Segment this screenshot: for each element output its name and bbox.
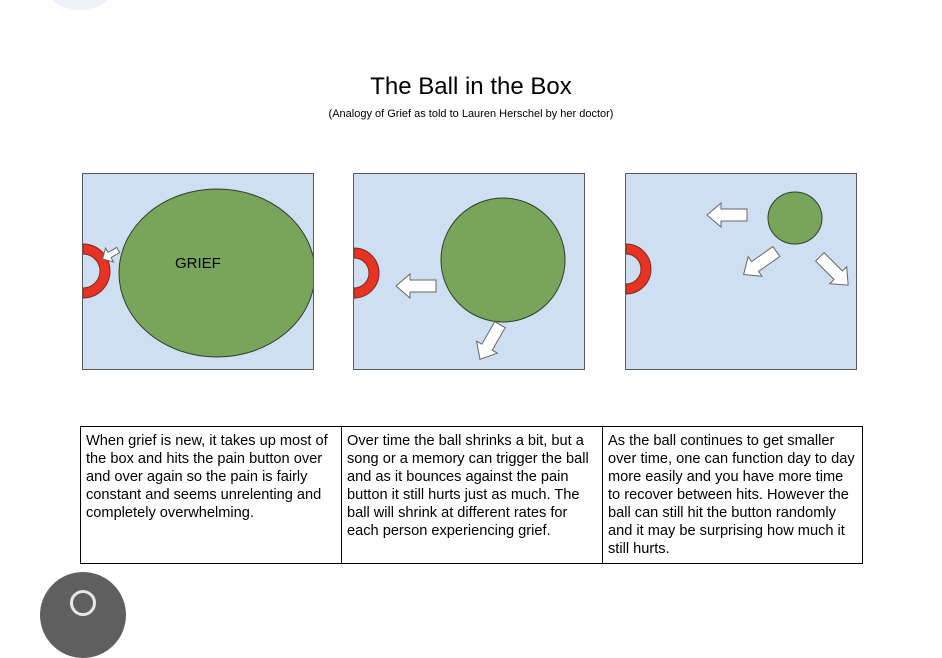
arrow-icon (101, 246, 121, 263)
pain-button (626, 243, 652, 295)
diagram-title: The Ball in the Box (370, 73, 572, 100)
description-table: When grief is new, it takes up most of t… (80, 426, 863, 564)
top-corner-decoration (48, 0, 112, 10)
arrow-icon (814, 251, 849, 286)
circle-icon (70, 590, 96, 616)
pain-button (354, 247, 380, 299)
description-cell-3: As the ball continues to get smaller ove… (602, 427, 862, 563)
description-cell-2: Over time the ball shrinks a bit, but a … (341, 427, 602, 563)
arrow-icon (395, 272, 437, 300)
grief-label: GRIEF (175, 255, 221, 272)
grief-ball (767, 191, 823, 245)
grief-ball (440, 197, 566, 323)
box-panel-2 (353, 173, 585, 370)
arrow-icon (706, 201, 748, 229)
box-panel-1: GRIEF (82, 173, 314, 370)
grief-ball (118, 188, 313, 358)
box-panel-3 (625, 173, 857, 370)
arrow-icon (742, 245, 781, 277)
arrow-icon (475, 320, 506, 360)
description-cell-1: When grief is new, it takes up most of t… (86, 433, 328, 521)
diagram-subtitle: (Analogy of Grief as told to Lauren Hers… (328, 108, 614, 120)
